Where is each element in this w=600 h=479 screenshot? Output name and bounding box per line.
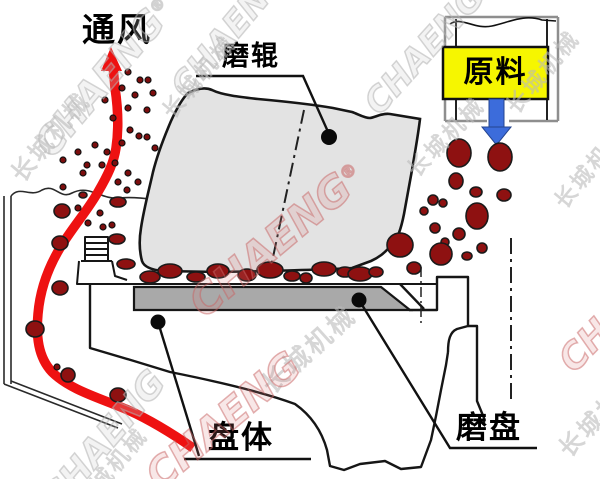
- airflow-arrow-icon: [32, 47, 196, 452]
- dust-dots: [53, 68, 159, 371]
- feed-arrow-icon: [480, 98, 513, 146]
- machine-body-outline: [76, 236, 486, 472]
- airborne-particles: [25, 191, 127, 403]
- leader-dots: [150, 129, 367, 330]
- grinding-disc-label: 磨盘: [456, 410, 522, 446]
- roller-label: 磨辊: [222, 41, 280, 72]
- raw-material-label: 原料: [463, 55, 528, 90]
- feed-chute: [441, 15, 560, 146]
- disc-body-label: 盘体: [208, 420, 274, 456]
- raw-material-box: [441, 45, 550, 101]
- grinding-table-shape: [132, 285, 414, 312]
- ventilation-label: 通风: [82, 10, 152, 49]
- roller-shape: [138, 87, 422, 274]
- leader-lines: [156, 74, 537, 461]
- material-bed-particles: [108, 196, 384, 284]
- duct-wall-lines: [3, 187, 187, 429]
- axis-centerlines: [271, 109, 512, 404]
- falling-particles: [386, 138, 513, 275]
